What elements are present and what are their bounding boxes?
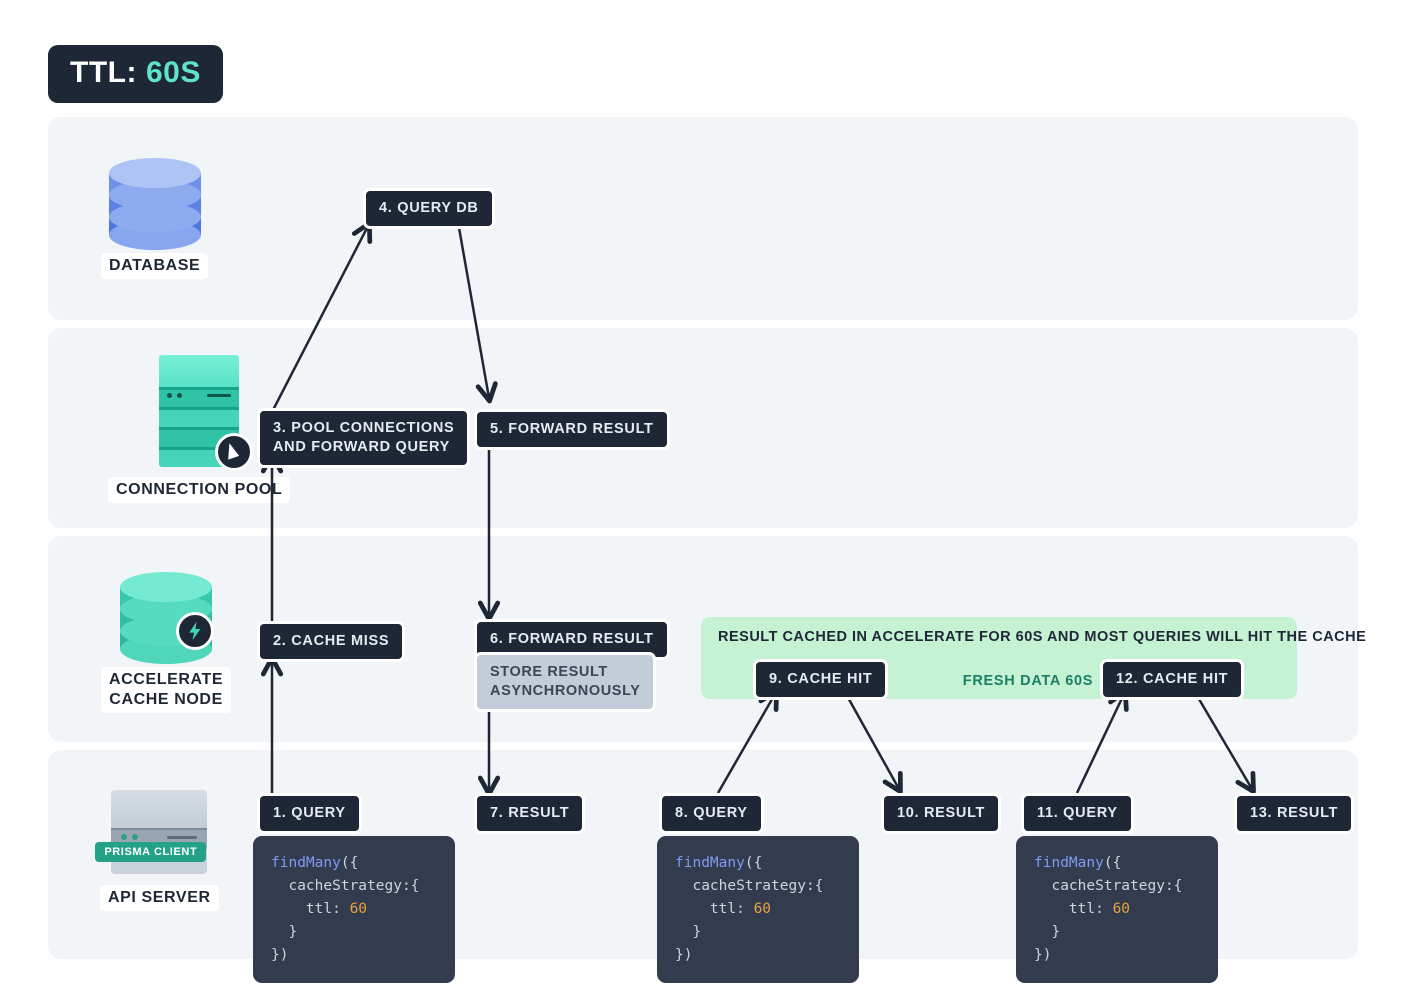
step-13-result[interactable]: 13. RESULT <box>1234 793 1355 834</box>
step-11-query[interactable]: 11. QUERY <box>1021 793 1134 834</box>
code-line3-key: ttl: <box>1034 900 1113 917</box>
ttl-label: TTL: <box>70 56 137 89</box>
code-line3-val: 60 <box>753 900 772 917</box>
accelerate-icon-wrap <box>120 566 215 664</box>
code-line1-rest: ({ <box>340 855 359 871</box>
code-block-2: findMany({ cacheStrategy:{ ttl: 60 } }) <box>657 836 859 983</box>
database-band <box>48 117 1358 320</box>
code-line3-val: 60 <box>1112 900 1131 917</box>
database-cylinder-icon <box>108 152 201 250</box>
step-8-query[interactable]: 8. QUERY <box>659 793 764 834</box>
step-3-pool-connections[interactable]: 3. POOL CONNECTIONS AND FORWARD QUERY <box>257 408 471 468</box>
step-7-result[interactable]: 7. RESULT <box>474 793 586 834</box>
code-block-1: findMany({ cacheStrategy:{ ttl: 60 } }) <box>253 836 455 983</box>
code-fn-name: findMany <box>675 855 745 871</box>
code-line2: cacheStrategy:{ <box>271 877 420 894</box>
prisma-client-pill: PRISMA CLIENT <box>95 842 207 862</box>
step-10-result[interactable]: 10. RESULT <box>881 793 1002 834</box>
code-line5: }) <box>271 946 289 963</box>
node-database: DATABASE <box>101 152 209 279</box>
database-icon-wrap <box>108 152 201 250</box>
step-2-cache-miss[interactable]: 2. CACHE MISS <box>257 621 406 662</box>
code-fn-name: findMany <box>271 855 341 871</box>
code-line3-key: ttl: <box>675 900 754 917</box>
api-server-label: API SERVER <box>100 885 219 911</box>
code-line5: }) <box>675 946 693 963</box>
fresh-data-label: FRESH DATA 60S <box>962 673 1094 689</box>
step-5-forward-result[interactable]: 5. FORWARD RESULT <box>474 409 670 450</box>
step-4-query-db[interactable]: 4. QUERY DB <box>363 188 495 229</box>
accelerate-label: ACCELERATE CACHE NODE <box>101 667 232 713</box>
database-label: DATABASE <box>101 253 209 279</box>
step-1-query[interactable]: 1. QUERY <box>257 793 362 834</box>
cache-banner-title: RESULT CACHED IN ACCELERATE FOR 60S AND … <box>718 629 1367 645</box>
code-block-3: findMany({ cacheStrategy:{ ttl: 60 } }) <box>1016 836 1218 983</box>
lightning-bolt-icon <box>176 612 215 650</box>
connection-pool-icon-wrap <box>159 355 254 471</box>
code-line4: } <box>1034 923 1061 940</box>
ttl-badge: TTL: 60S <box>48 45 223 103</box>
step-12-cache-hit[interactable]: 12. CACHE HIT <box>1100 659 1245 700</box>
code-line1-rest: ({ <box>1103 855 1122 871</box>
code-fn-name: findMany <box>1034 855 1104 871</box>
node-accelerate-cache: ACCELERATE CACHE NODE <box>101 566 232 713</box>
ttl-value: 60S <box>145 56 201 89</box>
code-line1-rest: ({ <box>744 855 763 871</box>
connection-pool-label: CONNECTION POOL <box>108 477 291 503</box>
code-line3-key: ttl: <box>271 900 350 917</box>
step-9-cache-hit[interactable]: 9. CACHE HIT <box>753 659 889 700</box>
api-server-icon-wrap: PRISMA CLIENT <box>95 790 208 874</box>
prisma-logo-icon <box>215 433 254 471</box>
code-line3-val: 60 <box>349 900 368 917</box>
code-line2: cacheStrategy:{ <box>675 877 824 894</box>
node-connection-pool: CONNECTION POOL <box>108 355 291 503</box>
note-store-result-async: STORE RESULT ASYNCHRONOUSLY <box>474 652 657 712</box>
code-line5: }) <box>1034 946 1052 963</box>
code-line4: } <box>675 923 702 940</box>
code-line4: } <box>271 923 298 940</box>
node-api-server: PRISMA CLIENT API SERVER <box>95 790 219 911</box>
code-line2: cacheStrategy:{ <box>1034 877 1183 894</box>
